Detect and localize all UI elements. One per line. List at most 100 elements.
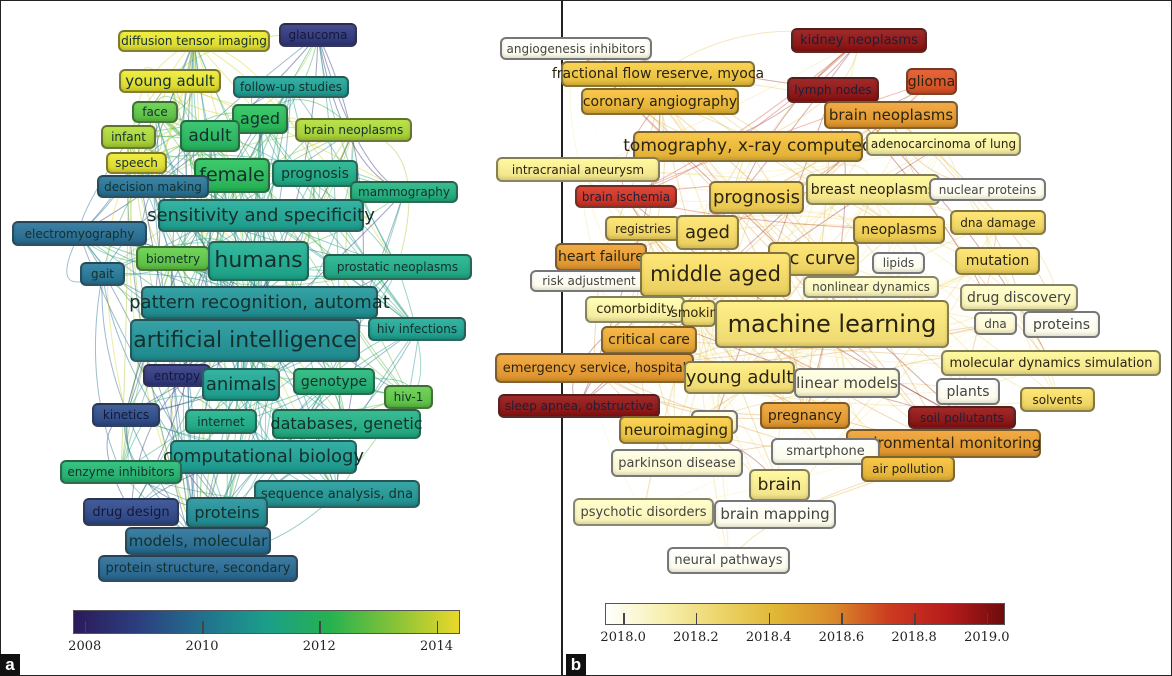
keyword-node[interactable]: psychotic disorders (573, 498, 714, 526)
keyword-node[interactable]: brain mapping (714, 500, 836, 529)
keyword-node[interactable]: infant (101, 125, 156, 149)
keyword-node[interactable]: angiogenesis inhibitors (500, 37, 652, 60)
keyword-node[interactable]: sleep apnea, obstructive (498, 394, 660, 418)
keyword-node[interactable]: follow-up studies (233, 76, 349, 98)
keyword-node[interactable]: risk adjustment (530, 270, 648, 292)
keyword-node[interactable]: intracranial aneurysm (496, 157, 660, 182)
keyword-node[interactable]: air pollution (861, 456, 955, 482)
keyword-node[interactable]: solvents (1020, 387, 1095, 412)
keyword-node[interactable]: parkinson disease (611, 449, 743, 477)
keyword-node[interactable]: models, molecular (125, 527, 271, 555)
panel-b-overlay-map: angiogenesis inhibitors kidney neoplasms f… (495, 0, 1172, 676)
colorbar-tick-label: 2018.6 (818, 630, 865, 645)
panel-divider (561, 0, 563, 676)
keyword-node[interactable]: aged (232, 104, 288, 134)
keyword-node[interactable]: enzyme inhibitors (60, 460, 182, 484)
keyword-node[interactable]: heart failure (555, 243, 647, 271)
keyword-node[interactable]: drug discovery (960, 284, 1078, 311)
keyword-node[interactable]: artificial intelligence (130, 319, 360, 362)
keyword-node[interactable]: brain neoplasms (295, 118, 412, 142)
keyword-node[interactable]: nonlinear dynamics (803, 276, 939, 298)
keyword-node[interactable]: neoplasms (853, 216, 945, 244)
keyword-node[interactable]: neural pathways (667, 547, 790, 574)
link-curve (193, 40, 347, 425)
keyword-node[interactable]: adult (180, 120, 240, 152)
keyword-node[interactable]: sequence analysis, dna (254, 480, 420, 508)
keyword-node[interactable]: pregnancy (760, 402, 850, 429)
keyword-node[interactable]: decision making (97, 175, 209, 198)
keyword-node[interactable]: humans (208, 241, 309, 281)
keyword-node[interactable]: face (132, 101, 178, 123)
colorbar-tick (84, 620, 87, 634)
keyword-node[interactable]: dna damage (950, 210, 1046, 235)
keyword-node[interactable]: electromyography (12, 221, 147, 246)
keyword-node[interactable]: kinetics (92, 403, 160, 427)
keyword-node[interactable]: proteins (1023, 311, 1100, 338)
keyword-node[interactable]: coronary angiography (581, 88, 739, 115)
keyword-node[interactable]: drug design (83, 498, 179, 526)
keyword-node[interactable]: plants (936, 378, 1000, 405)
keyword-node[interactable]: animals (202, 368, 280, 401)
keyword-node[interactable]: speech (106, 152, 167, 174)
colorbar-tick-label: 2018.0 (600, 630, 646, 645)
keyword-node[interactable]: pattern recognition, automat (129, 286, 390, 319)
keyword-node[interactable]: brain (749, 469, 810, 501)
keyword-node[interactable]: lipids (872, 252, 925, 274)
keyword-node[interactable]: proteins (186, 497, 268, 528)
keyword-node[interactable]: machine learning (715, 300, 949, 348)
keyword-node[interactable]: entropy (143, 364, 211, 387)
keyword-node[interactable]: prognosis (272, 160, 358, 187)
keyword-node[interactable]: databases, genetic (270, 409, 423, 439)
keyword-node[interactable]: molecular dynamics simulation (941, 350, 1161, 376)
keyword-node[interactable]: nuclear proteins (929, 178, 1046, 201)
keyword-node[interactable]: brain neoplasms (824, 101, 958, 129)
keyword-node[interactable]: aged (676, 215, 739, 250)
keyword-node[interactable]: linear models (794, 368, 900, 398)
keyword-node[interactable]: young adult (119, 69, 221, 93)
keyword-node[interactable]: gait (80, 262, 125, 286)
colorbar-tick-label: 2018.8 (891, 630, 937, 645)
panel-label-b: b (566, 654, 586, 676)
keyword-node[interactable]: smoking (671, 300, 726, 327)
colorbar-tick (841, 612, 843, 625)
keyword-node[interactable]: breast neoplasms (806, 174, 940, 205)
keyword-node[interactable]: genotype (293, 368, 375, 395)
keyword-node[interactable]: young adult (684, 361, 795, 394)
keyword-node[interactable]: emergency service, hospital (495, 353, 694, 383)
keyword-node[interactable]: computational biology (163, 440, 364, 474)
keyword-node[interactable]: fractional flow reserve, myoca (552, 61, 764, 87)
keyword-node[interactable]: internet (185, 409, 257, 434)
keyword-node[interactable]: prostatic neoplasms (323, 254, 472, 280)
keyword-node[interactable]: dna (974, 312, 1017, 335)
keyword-node[interactable]: sensitivity and specificity (147, 199, 375, 232)
keyword-node[interactable]: adenocarcinoma of lung (866, 132, 1021, 156)
keyword-node[interactable]: kidney neoplasms (791, 28, 927, 53)
keyword-node[interactable]: comorbidity (585, 296, 685, 323)
colorbar-tick (768, 612, 771, 625)
keyword-node[interactable]: prognosis (709, 181, 804, 214)
keyword-node[interactable]: mammography (350, 181, 458, 203)
keyword-node[interactable]: protein structure, secondary (98, 555, 298, 582)
keyword-node[interactable]: diffusion tensor imaging (118, 30, 270, 52)
keyword-node[interactable]: hiv-1 (384, 385, 433, 409)
keyword-node[interactable]: tomography, x-ray computed (623, 131, 873, 162)
keyword-node[interactable]: registries (605, 216, 681, 241)
keyword-node[interactable]: soil pollutants (908, 406, 1016, 429)
colorbar-tick-label: 2018.2 (673, 630, 719, 645)
colorbar-tick (436, 620, 439, 634)
keyword-node[interactable]: neuroimaging (619, 416, 733, 444)
keyword-node[interactable]: mutation (955, 247, 1040, 275)
keyword-node[interactable]: biometry (136, 246, 210, 271)
keyword-node[interactable]: hiv infections (368, 317, 466, 341)
colorbar-tick-label: 2012 (302, 639, 336, 654)
keyword-node[interactable]: lymph nodes (787, 77, 879, 103)
panel-label-a: a (0, 654, 20, 676)
panel-a-overlay-map: diffusion tensor imaging glaucoma young ad… (0, 0, 561, 676)
keyword-node[interactable]: glaucoma (279, 23, 357, 47)
keyword-node[interactable]: brain ischemia (575, 185, 677, 208)
link-curve (193, 40, 398, 268)
keyword-node[interactable]: critical care (601, 326, 697, 354)
colorbar-tick (914, 612, 916, 625)
keyword-node[interactable]: glioma (906, 68, 957, 95)
keyword-node[interactable]: middle aged (640, 252, 791, 297)
